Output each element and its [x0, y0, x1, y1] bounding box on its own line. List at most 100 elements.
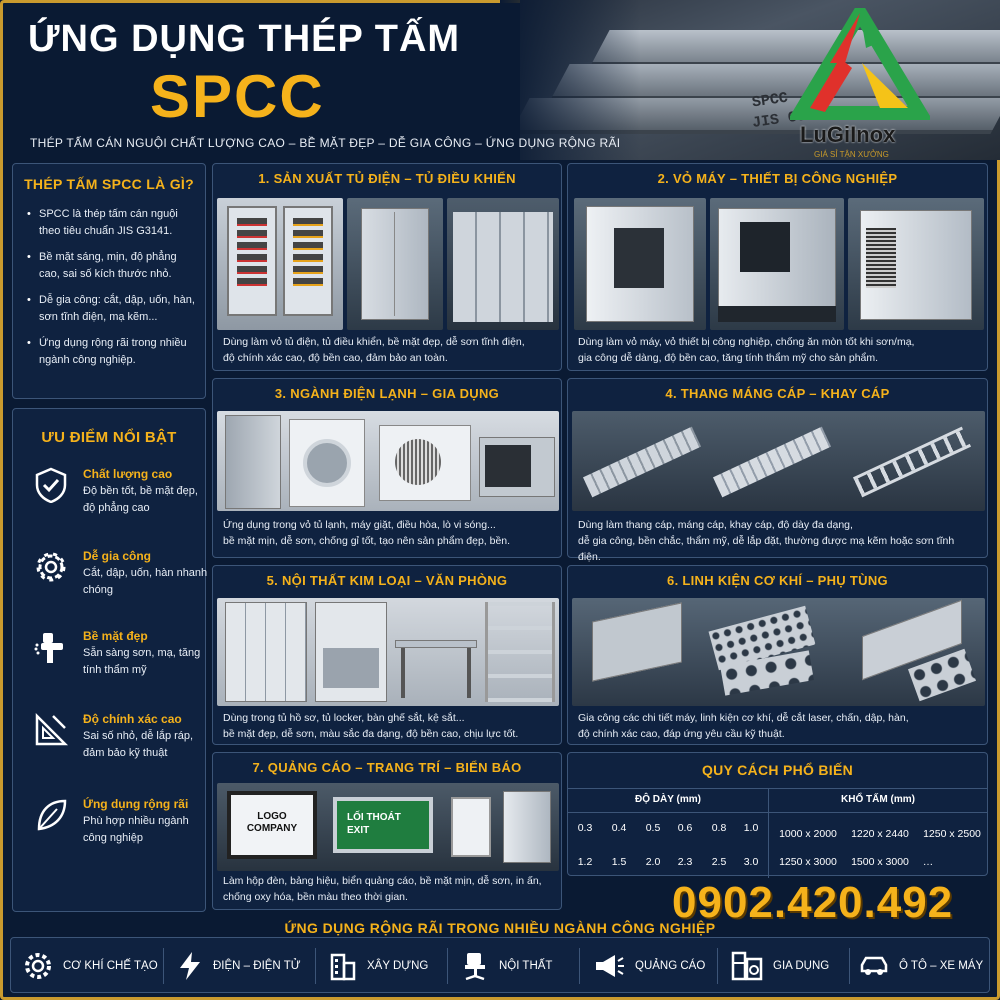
app-title: 7. QUẢNG CÁO – TRANG TRÍ – BIỂN BÁO — [252, 760, 522, 775]
appliance-icon — [731, 951, 763, 981]
generator-housing-image — [848, 198, 984, 330]
app-panel-office-furniture: 5. NỘI THẤT KIM LOẠI – VĂN PHÒNG Dùng tr… — [212, 565, 562, 745]
thickness-cell: 2.3 — [677, 856, 693, 868]
industry-item: ĐIỆN – ĐIỆN TỬ — [177, 938, 301, 994]
app-title: 2. VỎ MÁY – THIẾT BỊ CÔNG NGHIỆP — [657, 171, 898, 186]
size-cell: 1250 x 2500 — [923, 828, 981, 840]
app-caption: Ứng dụng trong vỏ tủ lạnh, máy giặt, điề… — [223, 519, 511, 547]
industries-title: ỨNG DỤNG RỘNG RÃI TRONG NHIỀU NGÀNH CÔNG… — [284, 920, 716, 936]
app-panel-cable-trays: 4. THANG MÁNG CÁP – KHAY CÁP Dùng làm th… — [567, 378, 988, 563]
metal-box — [503, 791, 551, 863]
thickness-cell: 1.2 — [577, 856, 593, 868]
industry-label: ĐIỆN – ĐIỆN TỬ — [213, 960, 301, 972]
page-title-product: SPCC — [150, 63, 325, 130]
app-panel-machine-housing: 2. VỎ MÁY – THIẾT BỊ CÔNG NGHIỆP Dùng là… — [567, 163, 988, 371]
cabinet-row-image — [447, 198, 559, 330]
office-chair-icon — [465, 953, 485, 981]
industry-label: NỘI THẤT — [499, 960, 553, 972]
app-caption: Dùng trong tủ hồ sơ, tủ locker, bàn ghế … — [223, 712, 519, 740]
about-title: THÉP TẤM SPCC LÀ GÌ? — [24, 176, 194, 192]
app-panel-mechanical-parts: 6. LINH KIỆN CƠ KHÍ – PHỤ TÙNG Gia công … — [567, 565, 988, 745]
cnc-machine-image — [710, 198, 844, 330]
advantages-title: ƯU ĐIỂM NỔI BẬT — [41, 429, 177, 446]
advantages-panel: ƯU ĐIỂM NỔI BẬT Chất lượng cao Độ bền tố… — [12, 408, 207, 912]
industry-label: GIA DỤNG — [773, 960, 830, 972]
thickness-cell: 0.6 — [677, 822, 693, 834]
app-caption: Gia công các chi tiết máy, linh kiện cơ … — [578, 712, 909, 740]
app-title: 5. NỘI THẤT KIM LOẠI – VĂN PHÒNG — [266, 573, 508, 588]
app-panel-home-appliances: 3. NGÀNH ĐIỆN LẠNH – GIA DỤNG Ứng dụng t… — [212, 378, 562, 558]
page-title: ỨNG DỤNG THÉP TẤM — [28, 18, 461, 60]
app-title: 6. LINH KIỆN CƠ KHÍ – PHỤ TÙNG — [667, 573, 888, 588]
advantage-desc: Sẵn sàng sơn, mạ, tăng tính thẩm mỹ — [83, 647, 201, 676]
gear-icon — [36, 552, 66, 582]
advantage-title: Chất lượng cao — [83, 467, 173, 481]
size-cell: 1500 x 3000 — [851, 856, 909, 868]
about-item: Dễ gia công: cắt, dập, uốn, hàn, sơn tĩn… — [27, 292, 195, 326]
industries-bar: CƠ KHÍ CHẾ TẠO ĐIỆN – ĐIỆN TỬ XÂY DỰNG N… — [10, 937, 990, 993]
industry-item: CƠ KHÍ CHẾ TẠO — [23, 938, 158, 994]
size-cell: 1000 x 2000 — [779, 828, 837, 840]
thickness-cell: 0.8 — [711, 822, 727, 834]
industry-label: CƠ KHÍ CHẾ TẠO — [63, 960, 158, 972]
megaphone-icon — [596, 955, 624, 977]
thickness-cell: 0.3 — [577, 822, 593, 834]
thickness-cell: 1.0 — [743, 822, 759, 834]
specs-title: QUY CÁCH PHỔ BIẾN — [701, 762, 854, 778]
mechanical-parts-image — [572, 598, 985, 706]
specs-panel: QUY CÁCH PHỔ BIẾN — [567, 752, 988, 876]
lightning-icon — [180, 952, 200, 980]
app-title: 3. NGÀNH ĐIỆN LẠNH – GIA DỤNG — [274, 386, 500, 401]
thickness-cell: 2.5 — [711, 856, 727, 868]
app-caption: Làm hộp đèn, bảng hiệu, biển quảng cáo, … — [223, 875, 542, 903]
advantage-desc: Sai số nhỏ, dễ lắp ráp, đảm bảo kỹ thuật — [83, 730, 194, 759]
brand-name: LuGiInox — [800, 122, 896, 147]
industry-item: GIA DỤNG — [731, 938, 829, 994]
industry-item: NỘI THẤT — [461, 938, 552, 994]
advantage-title: Dễ gia công — [83, 549, 152, 563]
building-icon — [330, 953, 356, 981]
industry-label: XÂY DỰNG — [367, 960, 429, 972]
appliances-image — [217, 411, 559, 511]
app-title: 4. THANG MÁNG CÁP – KHAY CÁP — [665, 386, 890, 401]
industry-item: XÂY DỰNG — [329, 938, 428, 994]
app-caption: Dùng làm vỏ tủ điện, tủ điều khiển, bề m… — [223, 336, 525, 364]
app-panel-electrical-cabinets: 1. SẢN XUẤT TỦ ĐIỆN – TỦ ĐIỀU KHIỂN Dùng… — [212, 163, 562, 371]
advantage-desc: Phù hợp nhiều ngành công nghiệp — [83, 815, 189, 844]
about-item: SPCC là thép tấm cán nguội theo tiêu chu… — [27, 206, 195, 240]
app-panel-signage: 7. QUẢNG CÁO – TRANG TRÍ – BIỂN BÁO LOGO… — [212, 752, 562, 910]
about-panel: THÉP TẤM SPCC LÀ GÌ? SPCC là thép tấm cá… — [12, 163, 206, 399]
industry-label: Ô TÔ – XE MÁY — [899, 960, 984, 972]
advantage-title: Bề mặt đẹp — [83, 629, 148, 643]
industry-item: Ô TÔ – XE MÁY — [859, 938, 983, 994]
brand-slogan: GIÁ SỈ TẬN XƯỞNG — [814, 150, 889, 159]
advantage-desc: Cắt, dập, uốn, hàn nhanh chóng — [83, 567, 208, 596]
shield-check-icon — [35, 467, 67, 503]
size-cell: 1250 x 3000 — [779, 856, 837, 868]
ruler-square-icon — [35, 712, 69, 746]
electrical-cabinet-closed-image — [347, 198, 443, 330]
thickness-header: ĐỘ DÀY (mm) — [635, 794, 701, 805]
leaf-icon — [37, 799, 67, 831]
brand-logo — [790, 8, 930, 120]
size-cell: … — [922, 856, 934, 868]
app-caption: Dùng làm vỏ máy, vỏ thiết bị công nghiệp… — [578, 336, 915, 364]
size-cell: 1220 x 2440 — [851, 828, 909, 840]
about-item: Bề mặt sáng, mịn, độ phẳng cao, sai số k… — [27, 249, 195, 283]
size-header: KHỔ TẤM (mm) — [841, 794, 915, 805]
thickness-cell: 0.4 — [611, 822, 627, 834]
advantage-title: Độ chính xác cao — [83, 712, 182, 726]
hotline-phone[interactable]: 0902.420.492 — [672, 878, 954, 927]
tagline: THÉP TẤM CÁN NGUỘI CHẤT LƯỢNG CAO – BỀ M… — [30, 136, 621, 150]
advantage-desc: Độ bền tốt, bề mặt đẹp, độ phẳng cao — [83, 485, 198, 514]
advantage-title: Ứng dụng rộng rãi — [83, 797, 189, 811]
app-title: 1. SẢN XUẤT TỦ ĐIỆN – TỦ ĐIỀU KHIỂN — [258, 171, 516, 186]
specs-table: ĐỘ DÀY (mm) KHỔ TẤM (mm) 0.3 0.4 0.5 0.6… — [568, 782, 988, 882]
cable-tray-image — [572, 411, 985, 511]
about-item: Ứng dụng rộng rãi trong nhiều ngành công… — [27, 335, 195, 369]
thickness-cell: 3.0 — [743, 856, 759, 868]
thickness-cell: 1.5 — [611, 856, 627, 868]
